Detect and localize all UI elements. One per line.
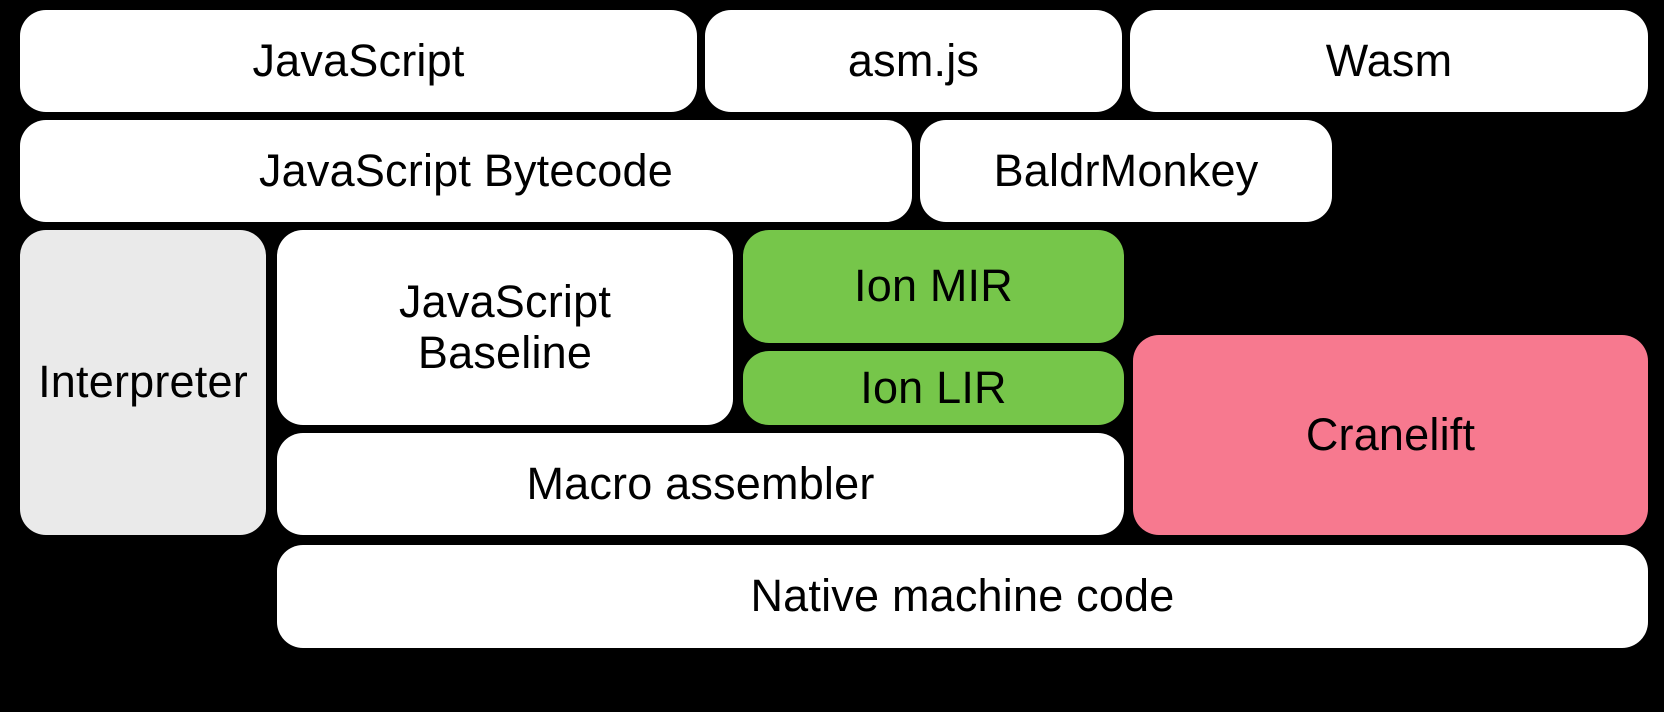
box-javascript-bytecode: JavaScript Bytecode [20,120,912,222]
box-baldrmonkey: BaldrMonkey [920,120,1332,222]
box-interpreter: Interpreter [20,230,266,535]
box-native-machine-code: Native machine code [277,545,1648,648]
box-macro-assembler: Macro assembler [277,433,1124,535]
box-ion-lir: Ion LIR [743,351,1124,425]
box-asm-js: asm.js [705,10,1122,112]
box-wasm: Wasm [1130,10,1648,112]
box-javascript: JavaScript [20,10,697,112]
box-javascript-baseline: JavaScript Baseline [277,230,733,425]
box-cranelift: Cranelift [1133,335,1648,535]
box-ion-mir: Ion MIR [743,230,1124,343]
